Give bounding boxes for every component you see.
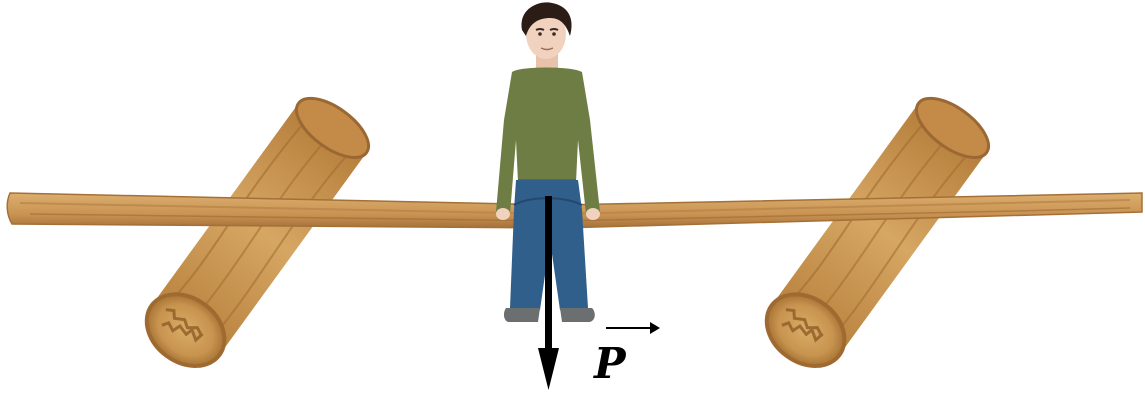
left-log-back-end <box>295 96 370 159</box>
person-right-hand <box>586 208 600 220</box>
person-hair <box>521 2 572 36</box>
person-left-hand <box>496 208 510 220</box>
down-arrow-icon <box>538 348 559 390</box>
left-log-front-end <box>144 292 227 368</box>
left-log <box>144 96 370 368</box>
force-label: P <box>593 322 660 388</box>
right-log-back-end <box>915 96 990 159</box>
force-arrow-shaft <box>545 196 552 352</box>
person-left-shoe <box>503 308 540 322</box>
person-shirt <box>496 67 600 214</box>
force-symbol: P <box>593 339 627 388</box>
right-log-front-end <box>764 292 847 368</box>
vector-arrow-icon <box>650 322 660 334</box>
person-right-shoe <box>560 308 595 322</box>
person <box>496 2 600 322</box>
force-arrow <box>538 196 559 390</box>
right-log <box>764 96 990 368</box>
